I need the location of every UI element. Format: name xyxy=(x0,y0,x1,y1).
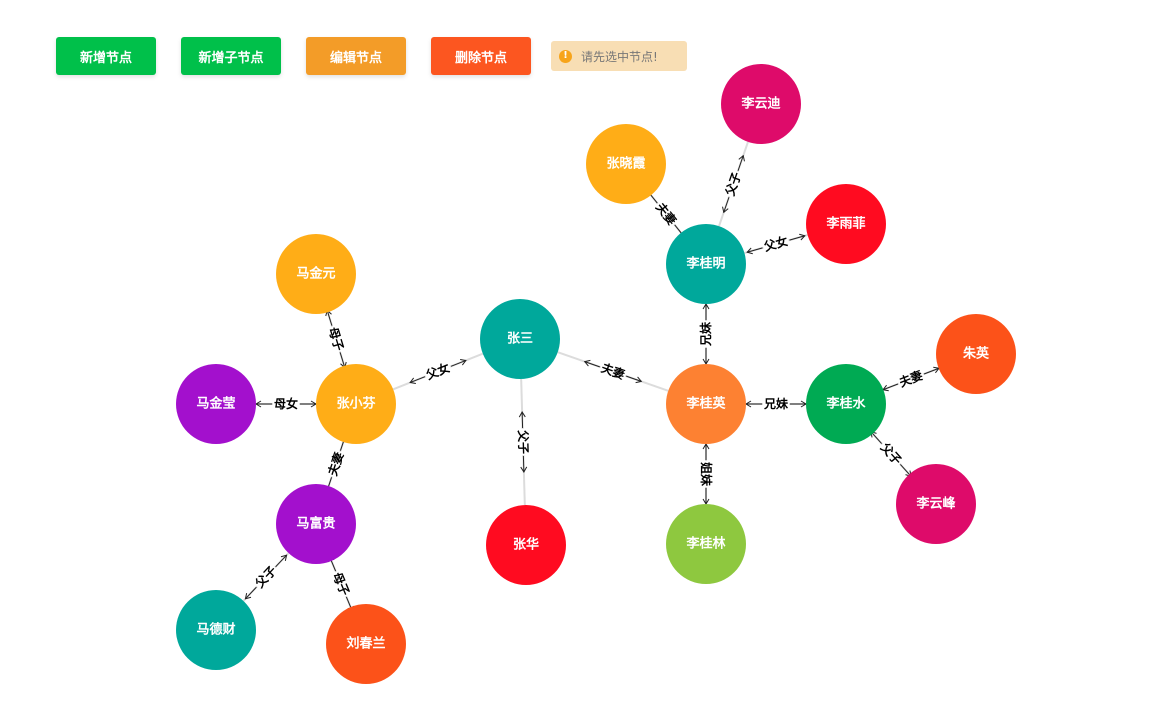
node-circle[interactable] xyxy=(721,64,801,144)
node-zhuying[interactable]: 朱英 xyxy=(936,314,1016,394)
edge-zhangsan-zhanghua[interactable]: 父子 xyxy=(514,378,532,506)
node-circle[interactable] xyxy=(666,364,746,444)
node-circle[interactable] xyxy=(176,590,256,670)
edge-liguishui-zhuying[interactable]: 夫妻 xyxy=(882,366,940,392)
node-circle[interactable] xyxy=(480,299,560,379)
node-mafugui[interactable]: 马富贵 xyxy=(276,484,356,564)
node-zhanghua[interactable]: 张华 xyxy=(486,505,566,585)
edge-liguiying-liguishui[interactable]: 兄妹 xyxy=(745,396,807,412)
node-circle[interactable] xyxy=(896,464,976,544)
edge-label: 兄妹 xyxy=(763,396,789,411)
node-label: 张晓霞 xyxy=(606,156,646,172)
node-liyundi[interactable]: 李云迪 xyxy=(721,64,801,144)
warning-icon: ! xyxy=(559,49,572,63)
edge-liguishui-liyunfeng[interactable]: 父子 xyxy=(870,430,912,478)
node-circle[interactable] xyxy=(276,484,356,564)
node-zhangxiaoxia[interactable]: 张晓霞 xyxy=(586,124,666,204)
node-madecai[interactable]: 马德财 xyxy=(176,590,256,670)
node-label: 李云迪 xyxy=(740,96,780,112)
edge-label: 父子 xyxy=(516,429,531,454)
edge-label: 父女 xyxy=(761,233,789,254)
node-circle[interactable] xyxy=(276,234,356,314)
node-majinying[interactable]: 马金莹 xyxy=(176,364,256,444)
node-label: 刘春兰 xyxy=(346,636,385,652)
node-circle[interactable] xyxy=(316,364,396,444)
node-circle[interactable] xyxy=(326,604,406,684)
node-circle[interactable] xyxy=(486,505,566,585)
edge-liguiming-liyufei[interactable]: 父女 xyxy=(744,232,808,256)
warning-text: 请先选中节点! xyxy=(581,49,658,64)
edge-zhangsan-liguiying[interactable]: 夫妻 xyxy=(557,351,669,392)
node-circle[interactable] xyxy=(586,124,666,204)
edge-arrows xyxy=(583,359,643,384)
node-liyunfeng[interactable]: 李云峰 xyxy=(896,464,976,544)
node-liguilin[interactable]: 李桂林 xyxy=(666,504,746,584)
node-zhangxiaofen[interactable]: 张小芬 xyxy=(316,364,396,444)
node-liyufei[interactable]: 李雨菲 xyxy=(806,184,886,264)
node-circle[interactable] xyxy=(666,504,746,584)
node-circle[interactable] xyxy=(806,364,886,444)
node-label: 马金元 xyxy=(296,266,335,282)
node-liuchunlan[interactable]: 刘春兰 xyxy=(326,604,406,684)
edge-liguiying-liguiming[interactable]: 兄妹 xyxy=(698,303,714,365)
node-label: 李桂英 xyxy=(685,396,726,412)
toolbar: 新增节点 新增子节点 编辑节点 删除节点 ! 请先选中节点! xyxy=(0,0,1158,90)
node-label: 马金莹 xyxy=(196,396,235,412)
node-label: 张三 xyxy=(507,332,533,347)
node-label: 张小芬 xyxy=(336,396,376,412)
node-circle[interactable] xyxy=(936,314,1016,394)
node-label: 李桂林 xyxy=(685,536,725,552)
node-circle[interactable] xyxy=(666,224,746,304)
node-label: 李桂水 xyxy=(825,396,866,412)
edge-arrows xyxy=(722,154,745,214)
node-label: 李雨菲 xyxy=(825,216,865,232)
node-label: 马德财 xyxy=(196,622,235,638)
node-label: 朱英 xyxy=(962,346,990,362)
node-label: 李桂明 xyxy=(685,256,725,272)
edge-liguiying-liguilin[interactable]: 姐妹 xyxy=(698,443,714,505)
edge-label: 夫妻 xyxy=(598,360,627,382)
add-child-node-button[interactable]: 新增子节点 xyxy=(181,37,281,75)
node-majinyuan[interactable]: 马金元 xyxy=(276,234,356,314)
edge-mafugui-madecai[interactable]: 父子 xyxy=(242,552,290,602)
edge-label: 母子 xyxy=(326,325,346,352)
node-label: 张华 xyxy=(513,537,539,553)
node-liguishui[interactable]: 李桂水 xyxy=(806,364,886,444)
edge-liguiming-zhangxiaoxia[interactable]: 夫妻 xyxy=(646,189,686,239)
node-circle[interactable] xyxy=(176,364,256,444)
add-node-button[interactable]: 新增节点 xyxy=(56,37,156,75)
edge-arrows xyxy=(746,233,806,255)
edge-zhangsan-zhangxiaofen[interactable]: 父女 xyxy=(392,352,484,391)
edge-label: 姐妹 xyxy=(699,462,714,487)
edge-arrows xyxy=(518,411,528,473)
edge-label: 夫妻 xyxy=(324,450,346,478)
edge-zhangxiaofen-majinying[interactable]: 母女 xyxy=(255,396,317,412)
edge-zhangxiaofen-majinyuan[interactable]: 母子 xyxy=(324,309,348,369)
edge-mafugui-liuchunlan[interactable]: 母子 xyxy=(328,555,354,613)
edit-node-button[interactable]: 编辑节点 xyxy=(306,37,406,75)
edge-label: 兄妹 xyxy=(698,321,713,347)
edge-label: 母女 xyxy=(274,396,298,411)
node-zhangsan[interactable]: 张三 xyxy=(480,299,560,379)
node-liguiming[interactable]: 李桂明 xyxy=(666,224,746,304)
node-circle[interactable] xyxy=(806,184,886,264)
select-node-warning: ! 请先选中节点! xyxy=(551,41,687,71)
node-label: 马富贵 xyxy=(296,516,335,532)
edge-arrows xyxy=(409,359,467,384)
edge-liguiming-liyundi[interactable]: 父子 xyxy=(718,141,749,227)
node-label: 李云峰 xyxy=(915,496,956,512)
delete-node-button[interactable]: 删除节点 xyxy=(431,37,531,75)
edge-arrows xyxy=(244,554,288,600)
node-liguiying[interactable]: 李桂英 xyxy=(666,364,746,444)
edge-zhangxiaofen-mafugui[interactable]: 夫妻 xyxy=(324,434,348,494)
